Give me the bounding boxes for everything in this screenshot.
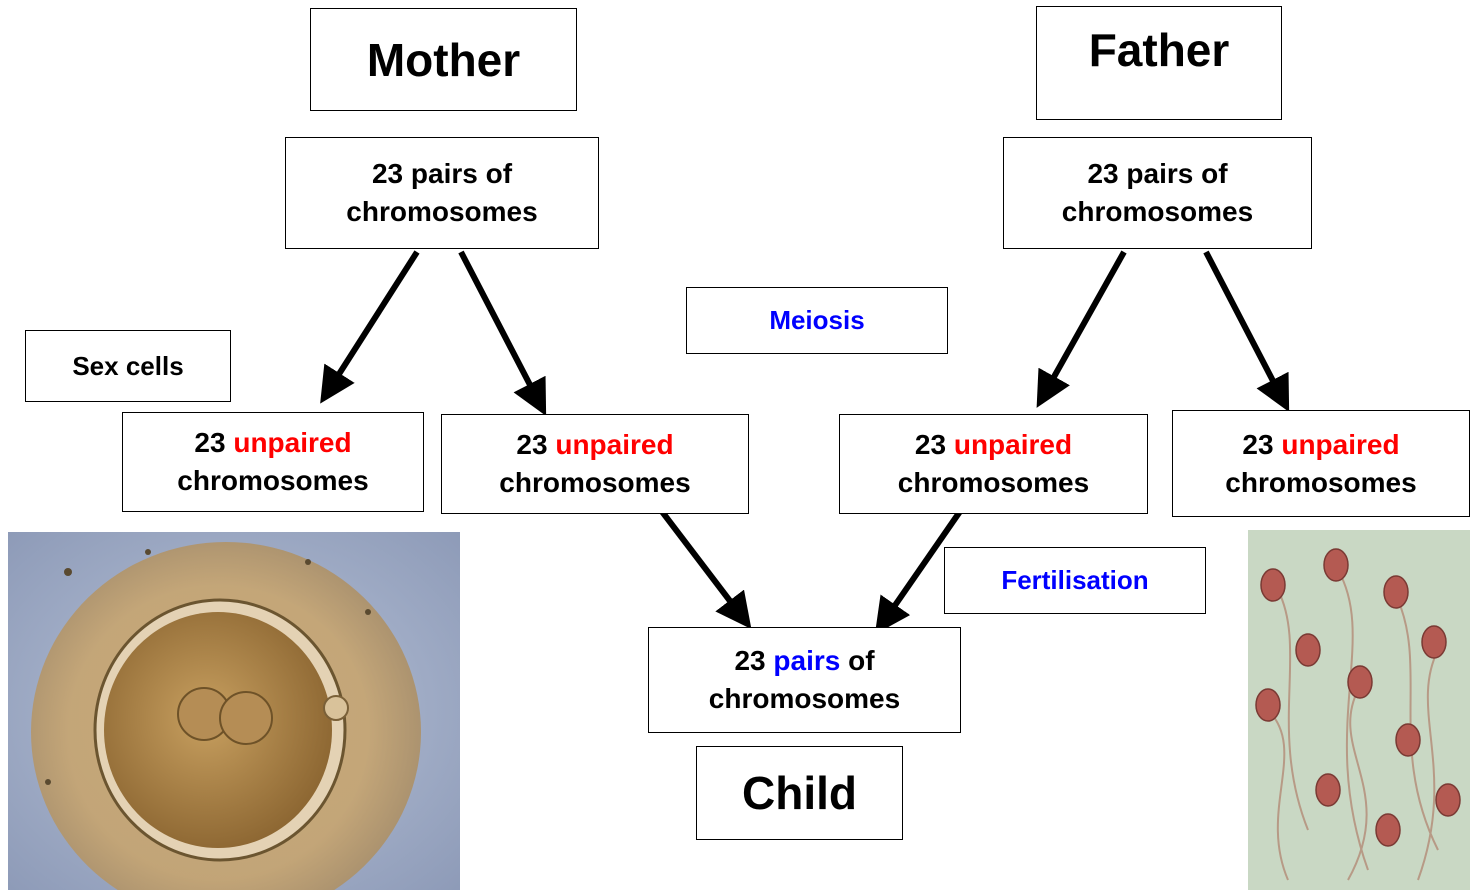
fertilisation-label: Fertilisation [1001, 565, 1148, 596]
gamete-unpaired-word: unpaired [233, 427, 351, 458]
gamete-box-father-1: 23 unpaired chromosomes [839, 414, 1148, 514]
father-cell-line1: 23 pairs of [1087, 155, 1227, 193]
child-cell-box: 23 pairs of chromosomes [648, 627, 961, 733]
arrow-father-to-gamete-1 [1041, 252, 1124, 400]
child-cell-of-word: of [848, 645, 874, 676]
mother-cell-line1: 23 pairs of [372, 155, 512, 193]
mother-cell-chromosomes: chromosomes [346, 193, 537, 231]
father-cell-box: 23 pairs of chromosomes [1003, 137, 1312, 249]
gamete-count: 23 [1242, 429, 1273, 460]
gamete-unpaired-word: unpaired [1281, 429, 1399, 460]
arrow-mother-to-gamete-2 [461, 252, 542, 408]
gamete-count: 23 [194, 427, 225, 458]
arrow-mother-to-gamete-1 [325, 252, 417, 396]
meiosis-label: Meiosis [769, 305, 864, 336]
gamete-chromosomes: chromosomes [898, 464, 1089, 502]
gamete-chromosomes: chromosomes [177, 462, 368, 500]
gamete-line1: 23 unpaired [194, 424, 351, 462]
fertilisation-label-box: Fertilisation [944, 547, 1206, 614]
mother-box: Mother [310, 8, 577, 111]
gamete-line1: 23 unpaired [516, 426, 673, 464]
father-box: Father [1036, 6, 1282, 120]
gamete-box-father-2: 23 unpaired chromosomes [1172, 410, 1470, 517]
gamete-unpaired-word: unpaired [555, 429, 673, 460]
child-cell-count: 23 [734, 645, 765, 676]
mother-cell-pairs-of: pairs of [411, 158, 512, 189]
child-cell-line1: 23 pairs of [734, 642, 874, 680]
mother-cell-box: 23 pairs of chromosomes [285, 137, 599, 249]
gamete-box-mother-1: 23 unpaired chromosomes [122, 412, 424, 512]
father-cell-count: 23 [1087, 158, 1118, 189]
gamete-chromosomes: chromosomes [499, 464, 690, 502]
gamete-count: 23 [915, 429, 946, 460]
sex-cells-label-box: Sex cells [25, 330, 231, 402]
gamete-box-mother-2: 23 unpaired chromosomes [441, 414, 749, 514]
egg-cell-image [8, 532, 460, 890]
gamete-line1: 23 unpaired [1242, 426, 1399, 464]
gamete-chromosomes: chromosomes [1225, 464, 1416, 502]
child-label: Child [742, 766, 857, 820]
father-label: Father [1089, 23, 1230, 77]
father-cell-pairs-of: pairs of [1126, 158, 1227, 189]
mother-label: Mother [367, 33, 520, 87]
father-cell-chromosomes: chromosomes [1062, 193, 1253, 231]
sex-cells-label: Sex cells [72, 351, 183, 382]
child-box: Child [696, 746, 903, 840]
gamete-unpaired-word: unpaired [954, 429, 1072, 460]
arrow-father-to-gamete-2 [1206, 252, 1285, 404]
meiosis-label-box: Meiosis [686, 287, 948, 354]
mother-cell-count: 23 [372, 158, 403, 189]
gamete-count: 23 [516, 429, 547, 460]
child-cell-chromosomes: chromosomes [709, 680, 900, 718]
sperm-cells-image [1248, 530, 1470, 890]
gamete-line1: 23 unpaired [915, 426, 1072, 464]
arrow-gamete-to-child-left [657, 505, 746, 622]
child-cell-pairs-word: pairs [773, 645, 840, 676]
